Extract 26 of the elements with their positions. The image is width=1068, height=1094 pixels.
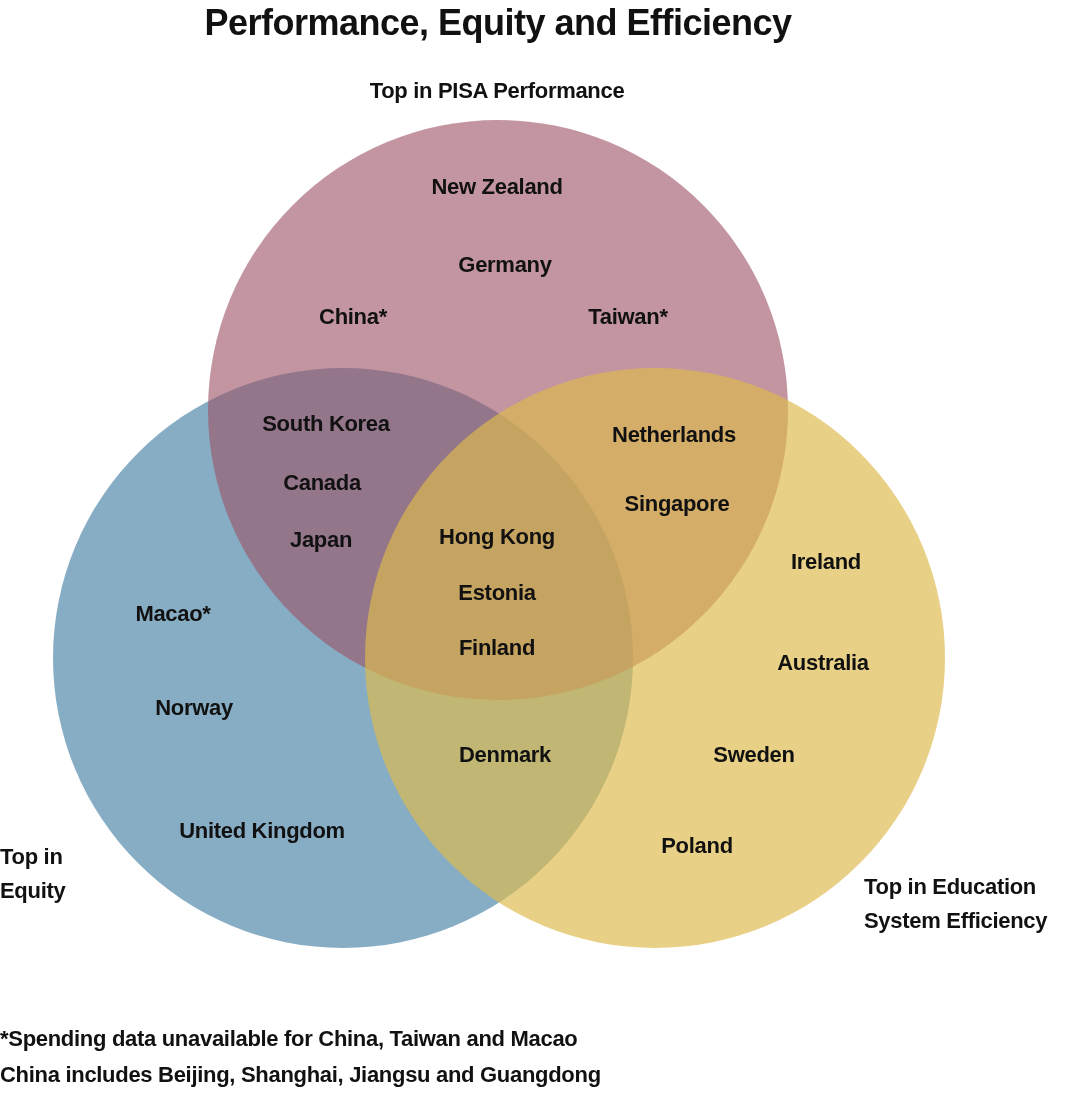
country-label: Canada — [283, 470, 361, 496]
set-label: Top in Equity — [0, 843, 67, 905]
country-label: Estonia — [458, 580, 536, 606]
country-label: Australia — [777, 650, 869, 676]
country-label: Taiwan* — [588, 304, 668, 330]
country-label: United Kingdom — [179, 818, 345, 844]
footnote: China includes Beijing, Shanghai, Jiangsu and Guangdong — [0, 1062, 601, 1088]
country-label: Macao* — [135, 601, 211, 627]
country-label: Netherlands — [612, 422, 736, 448]
country-label: New Zealand — [431, 174, 563, 200]
country-label: Norway — [155, 695, 233, 721]
chart-title: Performance, Equity and Efficiency — [203, 2, 793, 44]
country-label: Finland — [458, 635, 536, 661]
country-label: Singapore — [624, 491, 730, 517]
country-label: Poland — [661, 833, 733, 859]
set-label: Top in Education System Efficiency — [864, 873, 1049, 935]
country-label: Germany — [458, 252, 552, 278]
country-label: Ireland — [791, 549, 861, 575]
set-label: Top in PISA Performance — [369, 77, 625, 105]
country-label: Denmark — [458, 742, 552, 768]
country-label: Japan — [289, 527, 353, 553]
country-label: China* — [319, 304, 387, 330]
country-label: South Korea — [262, 411, 390, 437]
country-label: Hong Kong — [439, 524, 555, 550]
footnote: *Spending data unavailable for China, Taiwan and Macao — [0, 1026, 578, 1052]
country-label: Sweden — [713, 742, 795, 768]
